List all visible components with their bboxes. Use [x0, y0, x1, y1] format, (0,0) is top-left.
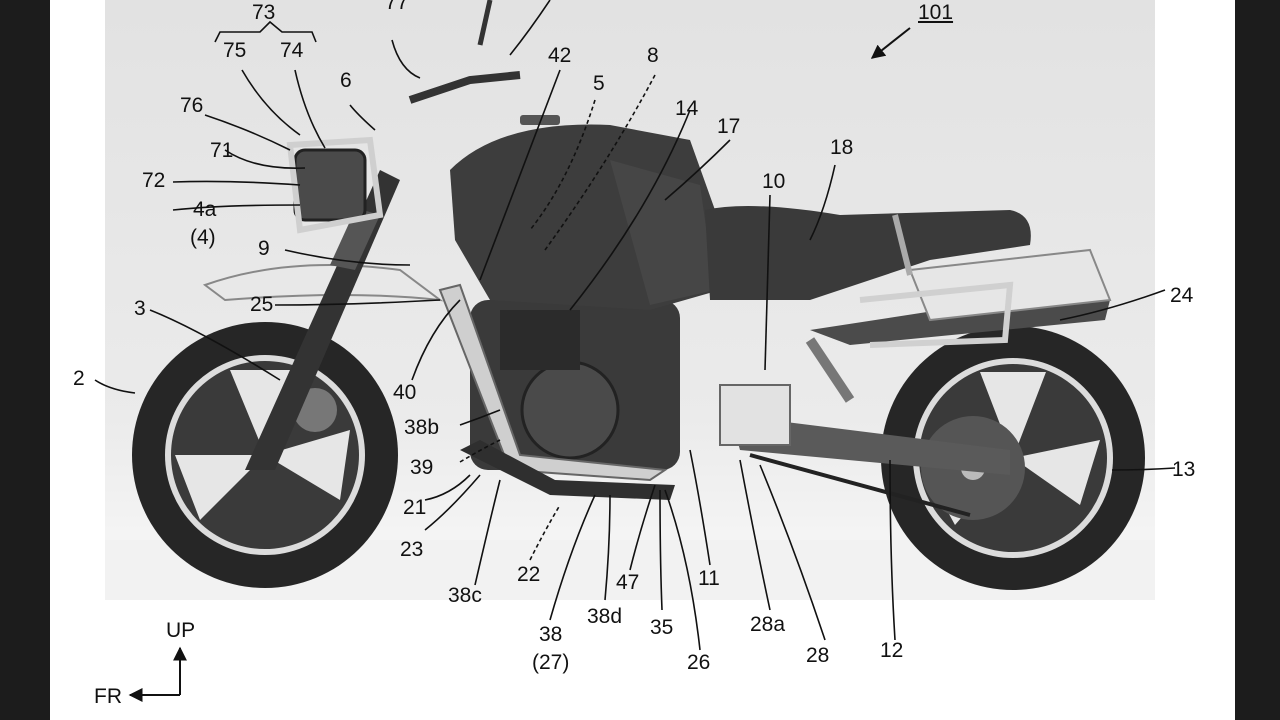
fork-boot	[330, 208, 380, 270]
label-75: 75	[223, 39, 247, 62]
swingarm	[730, 415, 1010, 475]
label-40: 40	[393, 381, 417, 404]
label-5: 5	[593, 72, 605, 95]
label-4a: 4a	[193, 198, 217, 221]
label-72: 72	[142, 169, 166, 192]
reference-arrow	[870, 27, 911, 59]
label-101: 101	[918, 1, 954, 24]
label-26: 26	[687, 651, 711, 674]
mirror-stem	[477, 0, 493, 46]
handlebar	[408, 71, 521, 104]
label-42: 42	[548, 44, 572, 67]
label-35: 35	[650, 616, 674, 639]
rear-rack	[859, 281, 1014, 348]
tank-side-cover	[610, 160, 715, 305]
label-2: 2	[73, 367, 85, 390]
label-9: 9	[258, 237, 270, 260]
label-38b: 38b	[404, 416, 440, 439]
engine	[470, 300, 680, 470]
up-label: UP	[166, 619, 196, 642]
label-18: 18	[830, 136, 854, 159]
drive-chain	[749, 453, 971, 517]
label-73: 73	[252, 1, 276, 24]
label-38d: 38d	[587, 605, 623, 628]
tank-cap	[520, 115, 560, 125]
label-13: 13	[1172, 458, 1196, 481]
label-28: 28	[806, 644, 830, 667]
label-39: 39	[410, 456, 434, 479]
label-10: 10	[762, 170, 786, 193]
label-28a: 28a	[750, 613, 786, 636]
label-47: 47	[616, 571, 640, 594]
front-label: FR	[94, 685, 122, 708]
patent-sheet: 101 73 77 75 74 76 71 72 4a (4) 6 9 25 3…	[50, 0, 1235, 720]
lower-cover	[460, 440, 675, 500]
label-4: (4)	[190, 226, 216, 249]
label-14: 14	[675, 97, 699, 120]
rear-wheel	[881, 326, 1145, 590]
label-22: 22	[517, 563, 541, 586]
label-38c: 38c	[448, 584, 482, 607]
label-71: 71	[210, 139, 234, 162]
footrest-plate	[719, 384, 791, 446]
rear-shock	[805, 337, 855, 403]
label-25: 25	[250, 293, 274, 316]
label-77: 77	[385, 0, 409, 14]
label-38: 38	[539, 623, 563, 646]
label-24: 24	[1170, 284, 1194, 307]
label-17: 17	[717, 115, 741, 138]
label-3: 3	[134, 297, 146, 320]
leader-lines	[94, 0, 1176, 651]
label-11: 11	[698, 567, 720, 590]
label-76: 76	[180, 94, 204, 117]
motorcycle-drawing	[94, 0, 1176, 702]
label-74: 74	[280, 39, 304, 62]
label-21: 21	[403, 496, 427, 519]
headlight	[293, 148, 367, 222]
label-8: 8	[647, 44, 659, 67]
label-6: 6	[340, 69, 352, 92]
label-27: (27)	[532, 651, 570, 674]
headlight-guard	[286, 136, 384, 234]
seat-strap	[892, 214, 913, 276]
seat	[705, 206, 1031, 300]
label-12: 12	[880, 639, 904, 662]
label-23: 23	[400, 538, 424, 561]
